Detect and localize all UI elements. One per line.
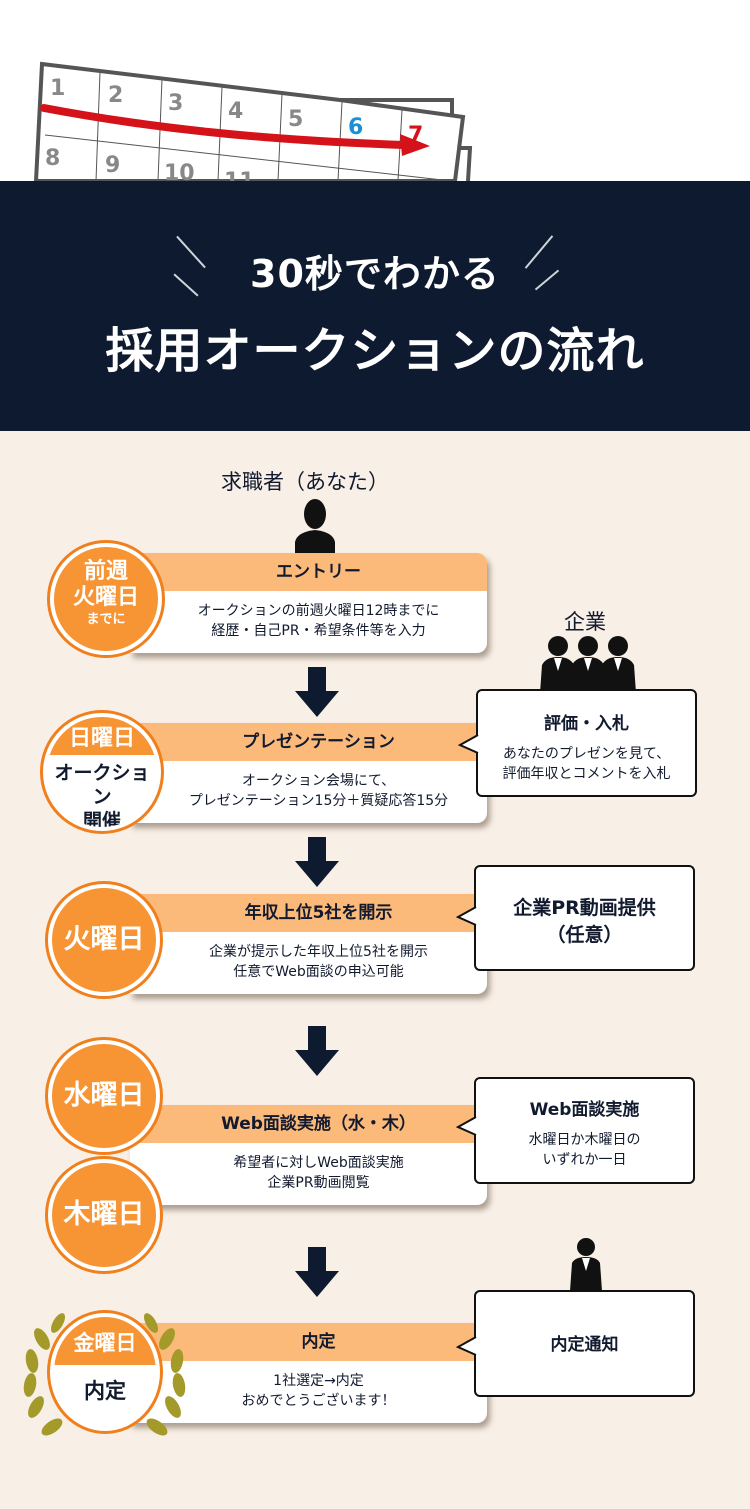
person-icon (295, 499, 335, 553)
cal-day-1: 1 (50, 76, 65, 101)
cal-day-4: 4 (228, 99, 243, 124)
badge-line: オークション (54, 762, 150, 808)
company-bubble-offer: 内定通知 (474, 1290, 695, 1397)
step-desc-line: 企業PR動画閲覧 (267, 1175, 370, 1191)
step-desc-line: 1社選定→内定 (273, 1373, 364, 1389)
step-card-entry: エントリー オークションの前週火曜日12時までに 経歴・自己PR・希望条件等を入… (130, 553, 487, 653)
bubble-desc: 評価年収とコメントを入札 (502, 766, 671, 782)
step-title: Web面談実施（水・木） (130, 1105, 487, 1143)
bubble-title: 企業PR動画提供 (513, 897, 656, 919)
step-title: 内定 (130, 1323, 487, 1361)
bubble-tail (458, 734, 479, 754)
badge-line: 開催 (82, 810, 121, 831)
cal-day-10: 10 (164, 161, 195, 181)
step-title: エントリー (130, 553, 487, 591)
step-badge: 日曜日 オークション 開催 (43, 713, 161, 831)
down-arrow-icon (295, 1247, 339, 1297)
step-badge-thursday: 木曜日 (48, 1159, 160, 1271)
bubble-desc: あなたのプレゼンを見て、 (502, 746, 671, 762)
company-person-icon (570, 1238, 602, 1291)
calendar-arrow (40, 104, 409, 149)
company-bubble-web-interview: Web面談実施 水曜日か木曜日の いずれか一日 (474, 1077, 695, 1184)
step-title: 年収上位5社を開示 (130, 894, 487, 932)
down-arrow-icon (295, 667, 339, 717)
step-desc-line: 任意でWeb面談の申込可能 (233, 964, 404, 980)
step-card-offer: 内定 1社選定→内定 おめでとうございます！ (130, 1323, 487, 1423)
step-badge: 金曜日 内定 (50, 1313, 160, 1431)
badge-line: 火曜日 (72, 585, 139, 610)
step-desc-line: おめでとうございます！ (241, 1393, 396, 1409)
step-title: プレゼンテーション (130, 723, 487, 761)
bubble-title: 内定通知 (550, 1335, 619, 1355)
company-bubble-bid: 評価・入札 あなたのプレゼンを見て、 評価年収とコメントを入札 (476, 689, 697, 797)
bubble-tail (456, 1116, 477, 1136)
cal-day-6: 6 (348, 115, 363, 140)
badge-line: 前週 (83, 559, 128, 584)
step-desc-line: 企業が提示した年収上位5社を開示 (209, 944, 428, 960)
step-desc-line: 希望者に対しWeb面談実施 (233, 1155, 404, 1171)
bubble-title: 評価・入札 (544, 714, 629, 734)
step-badge-wednesday: 水曜日 (48, 1040, 160, 1152)
hero-banner: 30秒でわかる 採用オークションの流れ (0, 181, 750, 431)
cal-day-8: 8 (45, 146, 60, 171)
step-card-presentation: プレゼンテーション オークション会場にて、 プレゼンテーション15分＋質疑応答1… (130, 723, 487, 823)
step-desc-line: オークションの前週火曜日12時までに (197, 603, 440, 619)
company-people-icon (540, 636, 636, 693)
company-bubble-pr-video: 企業PR動画提供 （任意） (474, 865, 695, 971)
flow-section: 求職者（あなた） エントリー オークションの前週火曜日12時までに 経歴・自己P… (0, 431, 750, 1509)
cal-day-11: 11 (224, 169, 255, 181)
step-desc-line: オークション会場にて、 (241, 773, 396, 789)
bubble-desc: いずれか一日 (542, 1152, 627, 1168)
down-arrow-icon (295, 1026, 339, 1076)
cal-day-5: 5 (288, 107, 303, 132)
cal-day-2: 2 (108, 83, 123, 108)
company-label: 企業 (564, 610, 606, 634)
laurel-wreath-icon (23, 1313, 186, 1436)
step-desc-line: 経歴・自己PR・希望条件等を入力 (211, 623, 426, 639)
badge-bottom: 内定 (84, 1379, 126, 1403)
job-seeker-label: 求職者（あなた） (221, 470, 389, 494)
step-badge: 火曜日 (48, 884, 160, 996)
calendar-illustration: 1 2 3 4 5 6 7 8 9 10 11 (0, 0, 750, 181)
badge-line: までに (86, 612, 126, 627)
step-desc-line: プレゼンテーション15分＋質疑応答15分 (188, 793, 449, 809)
cal-day-9: 9 (105, 153, 120, 178)
hero-subtitle: 30秒でわかる (250, 252, 500, 296)
down-arrow-icon (295, 837, 339, 887)
bubble-tail (456, 906, 477, 926)
bubble-tail (456, 1336, 477, 1356)
cal-day-3: 3 (168, 91, 183, 116)
bubble-desc: 水曜日か木曜日の (528, 1132, 641, 1148)
bubble-title: （任意） (546, 924, 623, 946)
bubble-title: Web面談実施 (529, 1100, 640, 1120)
step-badge: 前週 火曜日 までに (50, 543, 162, 655)
step-card-top5: 年収上位5社を開示 企業が提示した年収上位5社を開示 任意でWeb面談の申込可能 (130, 894, 487, 994)
hero-title: 採用オークションの流れ (105, 323, 645, 379)
step-card-web-interview: Web面談実施（水・木） 希望者に対しWeb面談実施 企業PR動画閲覧 (130, 1105, 487, 1205)
